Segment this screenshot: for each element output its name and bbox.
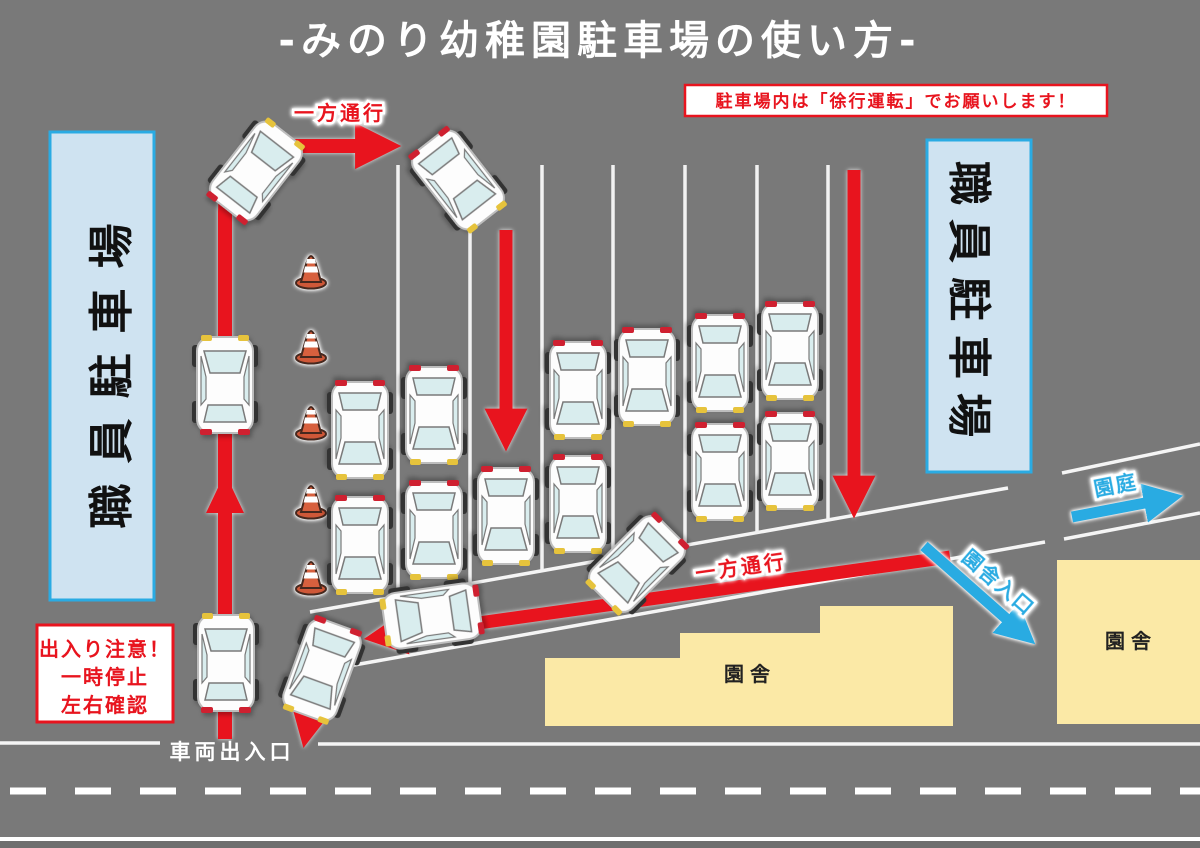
banner-left-label: 職員駐車場 <box>85 203 138 528</box>
speed-notice-frame <box>683 83 1109 118</box>
parked-car <box>756 410 824 512</box>
caution-line-3: 左右確認 <box>61 693 149 717</box>
school-building-right-label: 園舎 <box>1105 629 1157 653</box>
entry-loop-up-arrowhead <box>206 473 244 513</box>
parking-divider-lines <box>396 165 830 596</box>
playground-lane-upper-line <box>1061 442 1200 475</box>
caution-line-2: 一時停止 <box>61 665 149 689</box>
caution-line-1: 出入り注意！ <box>39 637 171 661</box>
exit-lane-left-arrow <box>363 550 951 655</box>
banner-left-box <box>48 130 156 602</box>
moving-car-entry-lane <box>191 334 259 436</box>
parked-car <box>472 465 540 567</box>
parked-car <box>686 421 754 523</box>
parked-car <box>613 326 681 428</box>
one-way-label-top: 一方通行 <box>294 101 386 125</box>
speed-notice-text: 駐車場内は「徐行運転」でお願いします！ <box>716 91 1077 112</box>
school-building-left-label: 園舎 <box>724 662 776 686</box>
guide-arrows <box>920 483 1184 645</box>
vehicle-gate-label: 車両出入口 <box>170 740 295 764</box>
school-buildings: 園舎 園舎 <box>545 560 1200 726</box>
parked-car <box>400 364 468 466</box>
public-road-markings <box>0 741 1200 841</box>
school-entrance-arrow <box>920 541 1036 645</box>
banner-right-box <box>925 138 1033 474</box>
parked-car <box>326 379 394 481</box>
banner-right-label: 職員駐車場 <box>943 161 994 451</box>
parked-car <box>544 339 612 441</box>
page-title: -みのり幼稚園駐車場の使い方- <box>278 18 921 64</box>
parked-car <box>686 312 754 414</box>
parked-car <box>544 453 612 555</box>
staff-parking-banner-left: 職員駐車場 <box>48 130 156 602</box>
school-building-left <box>545 606 953 726</box>
parked-car <box>400 479 468 581</box>
parked-car <box>326 494 394 596</box>
parked-car <box>756 300 824 402</box>
moving-car-at-gate-in <box>192 612 260 714</box>
speed-notice-box: 駐車場内は「徐行運転」でお願いします！ <box>683 83 1109 118</box>
playground-arrow <box>1070 483 1184 523</box>
caution-frame <box>35 623 175 724</box>
staff-parking-banner-right: 職員駐車場 <box>925 138 1033 474</box>
road-edge-strip <box>0 841 1200 848</box>
moving-car-exit-lane <box>376 575 488 657</box>
school-building-right <box>1057 560 1200 724</box>
caution-box: 出入り注意！ 一時停止 左右確認 <box>35 623 175 724</box>
